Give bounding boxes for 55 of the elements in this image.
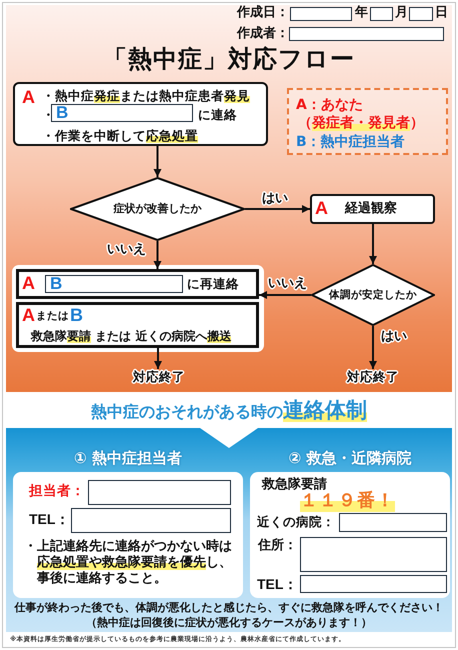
arrow (154, 241, 162, 269)
edge-label: いいえ (107, 242, 146, 258)
arrow (154, 146, 162, 177)
question-text: 体調が安定したか (329, 288, 417, 302)
column-heading: ② 救急・近隣病院 (288, 449, 412, 467)
role-letter: A (315, 198, 328, 220)
process-box (310, 194, 435, 224)
warning-text: （熱中症は回復後に症状が悪化するケースがあります！） (86, 616, 372, 630)
input-field: B (45, 275, 183, 293)
input-field: B (51, 104, 193, 122)
decision-diamond (70, 177, 245, 241)
key-text: B：熱中症担当者 (296, 134, 405, 151)
arrow (369, 224, 377, 264)
field-label: 近くの病院： (257, 514, 335, 529)
field-label: 住所： (258, 538, 297, 554)
arrow (154, 348, 162, 369)
field-label: 年 (355, 5, 368, 21)
field-label: 作成日： (237, 5, 289, 21)
key-text: A：あなた (296, 97, 363, 114)
arrow (245, 205, 310, 213)
column-heading: ① 熱中症担当者 (74, 449, 182, 467)
emergency-number: １１９番！ (300, 490, 395, 512)
arrow (369, 326, 377, 369)
field-label: TEL： (257, 576, 298, 593)
step-text: 経過観察 (345, 201, 397, 217)
edge-label: はい (381, 329, 407, 345)
warning-text: 仕事が終わった後でも、体調が悪化したと感じたら、すぐに救急隊を呼んでください！ (14, 601, 444, 614)
process-box (16, 302, 259, 348)
conjunction-text: または (36, 310, 69, 323)
instruction-text: ・熱中症発症または熱中症患者発見 (42, 88, 250, 103)
field-label: 日 (435, 5, 448, 21)
note-text: ・上記連絡先に連絡がつかない時は応急処置や救急隊要請を優先し、事後に連絡すること。 (24, 539, 233, 587)
role-letter: A (22, 305, 35, 327)
call-text: 救急隊要請 (262, 477, 327, 493)
end-label: 対応終了 (347, 369, 399, 384)
instruction-text: に再連絡 (187, 276, 239, 291)
field-label: 作成者： (237, 26, 289, 42)
edge-label: はい (262, 191, 288, 207)
role-letter: A (22, 87, 35, 109)
instruction-text: に連絡 (198, 107, 237, 122)
role-letter: B (70, 305, 83, 327)
key-box (287, 88, 448, 155)
process-box (16, 269, 259, 299)
field-label: 月 (395, 5, 408, 21)
end-label: 対応終了 (133, 369, 185, 384)
decision-diamond (311, 264, 435, 326)
field-label: 担当者： (29, 483, 85, 500)
question-text: 症状が改善したか (114, 202, 202, 216)
process-box (13, 82, 268, 146)
arrow (259, 291, 311, 299)
page-title: 「熱中症」対応フロー (103, 45, 355, 74)
edge-label: いいえ (268, 276, 307, 292)
role-letter: A (22, 273, 35, 295)
field-label: TEL： (29, 511, 70, 528)
instruction-text: ・作業を中断して応急処置 (42, 128, 198, 143)
